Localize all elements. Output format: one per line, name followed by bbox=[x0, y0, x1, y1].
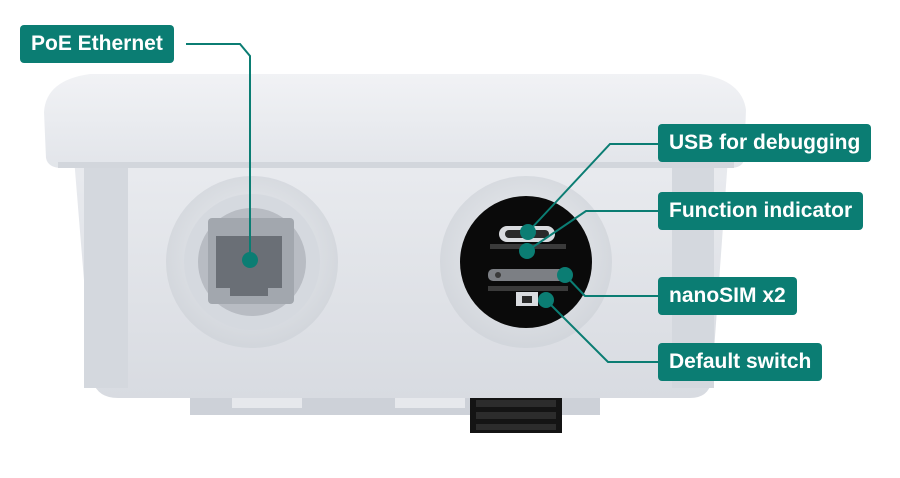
dot-nanosim bbox=[557, 267, 573, 283]
label-usb-for-debugging: USB for debugging bbox=[658, 124, 872, 162]
label-nanosim: nanoSIM x2 bbox=[658, 277, 797, 315]
lid-seam bbox=[58, 162, 734, 168]
sim-tray bbox=[488, 269, 568, 281]
dot-default-switch bbox=[538, 292, 554, 308]
leader-poe-ethernet bbox=[186, 43, 251, 260]
label-poe-ethernet: PoE Ethernet bbox=[20, 25, 174, 63]
leader-nanosim bbox=[564, 274, 660, 297]
ports-gland bbox=[440, 176, 612, 348]
leader-usb bbox=[527, 143, 660, 233]
dot-poe-ethernet bbox=[242, 252, 258, 268]
enclosure-lid bbox=[44, 74, 746, 168]
dot-usb bbox=[520, 224, 536, 240]
label-default-switch: Default switch bbox=[658, 343, 823, 381]
enclosure-side-left bbox=[84, 168, 128, 388]
leader-default-switch bbox=[545, 299, 660, 363]
dot-function-indicator bbox=[519, 243, 535, 259]
leader-function-indicator bbox=[526, 210, 660, 252]
label-function-indicator: Function indicator bbox=[658, 192, 864, 230]
bottom-connector bbox=[470, 395, 562, 433]
